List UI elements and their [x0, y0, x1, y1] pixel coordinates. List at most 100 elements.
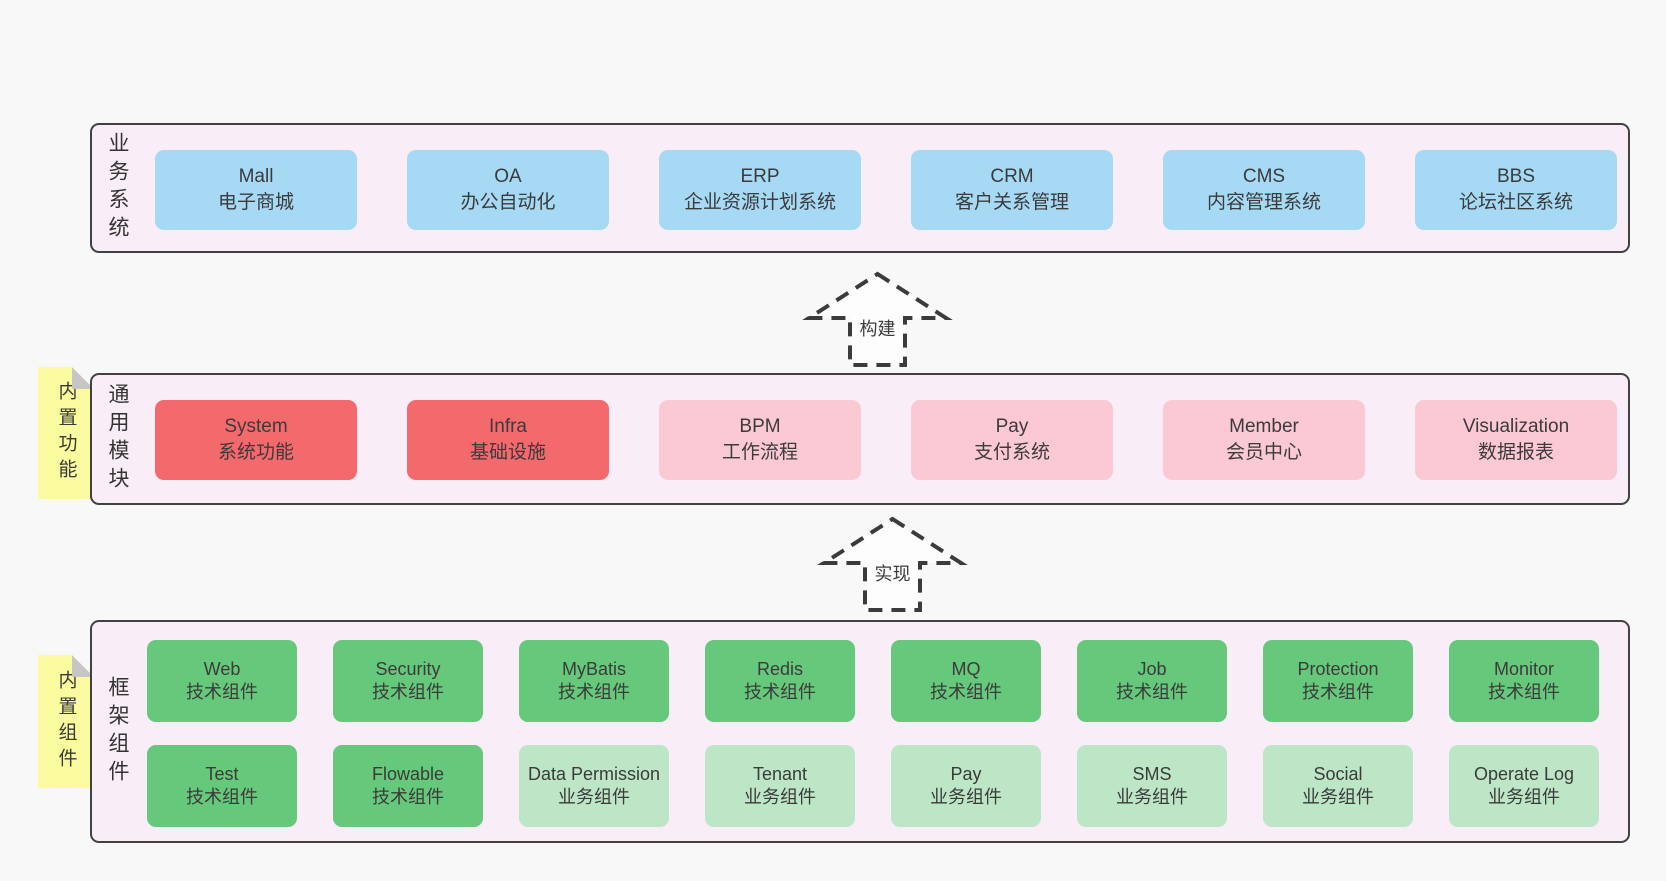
box-subtitle: 业务组件 [1302, 787, 1374, 807]
box-subtitle: 办公自动化 [460, 192, 556, 213]
module-box-bbs: BBS 论坛社区系统 [1415, 150, 1617, 230]
module-box-cms: CMS 内容管理系统 [1163, 150, 1365, 230]
panel-side-label: 业务系统 [106, 132, 129, 244]
box-title: Test [205, 763, 239, 784]
box-subtitle: 论坛社区系统 [1458, 192, 1573, 213]
box-title: Flowable [371, 763, 445, 784]
module-box-operate-log: Operate Log 业务组件 [1449, 745, 1599, 827]
module-box-data-permission: Data Permission 业务组件 [519, 745, 669, 827]
module-box-sms: SMS 业务组件 [1077, 745, 1227, 827]
sticky-tab-built-in-components: 内置组件 [38, 655, 94, 788]
box-title: Operate Log [1473, 763, 1575, 784]
box-subtitle: 技术组件 [1302, 682, 1374, 702]
box-title: SMS [1132, 763, 1172, 784]
box-subtitle: 技术组件 [930, 682, 1002, 702]
module-box-pay: Pay 业务组件 [891, 745, 1041, 827]
box-subtitle: 支付系统 [973, 442, 1050, 463]
box-subtitle: 电子商城 [217, 192, 294, 213]
box-title: Member [1229, 415, 1299, 437]
up-arrow-icon [802, 271, 953, 367]
panel-side-label: 框架组件 [106, 675, 129, 788]
box-title: CMS [1242, 165, 1286, 187]
box-subtitle: 系统功能 [217, 442, 294, 463]
box-title: Mall [238, 165, 274, 187]
box-title: CRM [990, 165, 1034, 187]
box-subtitle: 内容管理系统 [1206, 192, 1321, 213]
module-box-bpm: BPM 工作流程 [659, 400, 861, 480]
box-title: MQ [951, 658, 981, 679]
box-title: Job [1137, 658, 1167, 679]
box-title: OA [494, 165, 522, 187]
module-box-monitor: Monitor 技术组件 [1449, 640, 1599, 722]
module-box-erp: ERP 企业资源计划系统 [659, 150, 861, 230]
box-subtitle: 数据报表 [1477, 442, 1554, 463]
box-title: Pay [950, 763, 982, 784]
box-title: Data Permission [527, 763, 661, 784]
module-box-tenant: Tenant 业务组件 [705, 745, 855, 827]
box-title: MyBatis [561, 658, 626, 679]
box-subtitle: 企业资源计划系统 [683, 192, 836, 213]
module-box-security: Security 技术组件 [333, 640, 483, 722]
module-box-protection: Protection 技术组件 [1263, 640, 1413, 722]
module-box-social: Social 业务组件 [1263, 745, 1413, 827]
box-subtitle: 技术组件 [1488, 682, 1560, 702]
box-subtitle: 业务组件 [930, 787, 1002, 807]
module-box-mq: MQ 技术组件 [891, 640, 1041, 722]
common-modules-row: System 系统功能 Infra 基础设施 BPM 工作流程 Pay 支付系统 Member 会… [92, 400, 1628, 480]
module-box-pay: Pay 支付系统 [911, 400, 1113, 480]
arrow-label: 构建 [859, 319, 896, 339]
module-box-mall: Mall 电子商城 [155, 150, 357, 230]
box-subtitle: 技术组件 [372, 787, 444, 807]
arrow-label: 实现 [874, 564, 911, 584]
box-title: Monitor [1493, 658, 1555, 679]
box-title: Social [1313, 763, 1363, 784]
box-subtitle: 技术组件 [1116, 682, 1188, 702]
box-subtitle: 会员中心 [1225, 442, 1302, 463]
module-box-crm: CRM 客户关系管理 [911, 150, 1113, 230]
up-arrow-icon [817, 516, 968, 612]
module-box-job: Job 技术组件 [1077, 640, 1227, 722]
box-title: Infra [488, 415, 528, 437]
box-title: System [224, 415, 288, 437]
module-box-mybatis: MyBatis 技术组件 [519, 640, 669, 722]
box-subtitle: 技术组件 [186, 682, 258, 702]
module-box-flowable: Flowable 技术组件 [333, 745, 483, 827]
box-subtitle: 客户关系管理 [954, 192, 1069, 213]
box-subtitle: 技术组件 [372, 682, 444, 702]
sticky-tab-label: 内置功能 [55, 381, 77, 485]
box-subtitle: 工作流程 [721, 442, 798, 463]
box-subtitle: 技术组件 [558, 682, 630, 702]
box-title: Security [375, 658, 441, 679]
box-title: Tenant [752, 763, 808, 784]
box-title: ERP [740, 165, 780, 187]
sticky-tab-built-in-functions: 内置功能 [38, 367, 94, 499]
module-box-member: Member 会员中心 [1163, 400, 1365, 480]
box-title: Pay [995, 415, 1029, 437]
box-title: Visualization [1462, 415, 1570, 437]
box-subtitle: 技术组件 [186, 787, 258, 807]
box-title: BPM [739, 415, 781, 437]
module-box-oa: OA 办公自动化 [407, 150, 609, 230]
box-subtitle: 业务组件 [744, 787, 816, 807]
box-subtitle: 业务组件 [558, 787, 630, 807]
module-box-test: Test 技术组件 [147, 745, 297, 827]
box-title: Protection [1297, 658, 1379, 679]
box-title: BBS [1496, 165, 1536, 187]
box-subtitle: 业务组件 [1488, 787, 1560, 807]
business-systems-panel: 业务系统 Mall 电子商城 OA 办公自动化 ERP 企业资源计划系统 CRM 客户关系管理… [90, 123, 1630, 253]
dashed-up-arrow-implement: 实现 [817, 516, 968, 612]
sticky-tab-label: 内置组件 [55, 669, 77, 774]
module-box-infra: Infra 基础设施 [407, 400, 609, 480]
box-title: Redis [756, 658, 804, 679]
box-subtitle: 业务组件 [1116, 787, 1188, 807]
dashed-up-arrow-build: 构建 [802, 271, 953, 368]
box-subtitle: 基础设施 [469, 442, 546, 463]
module-box-system: System 系统功能 [155, 400, 357, 480]
